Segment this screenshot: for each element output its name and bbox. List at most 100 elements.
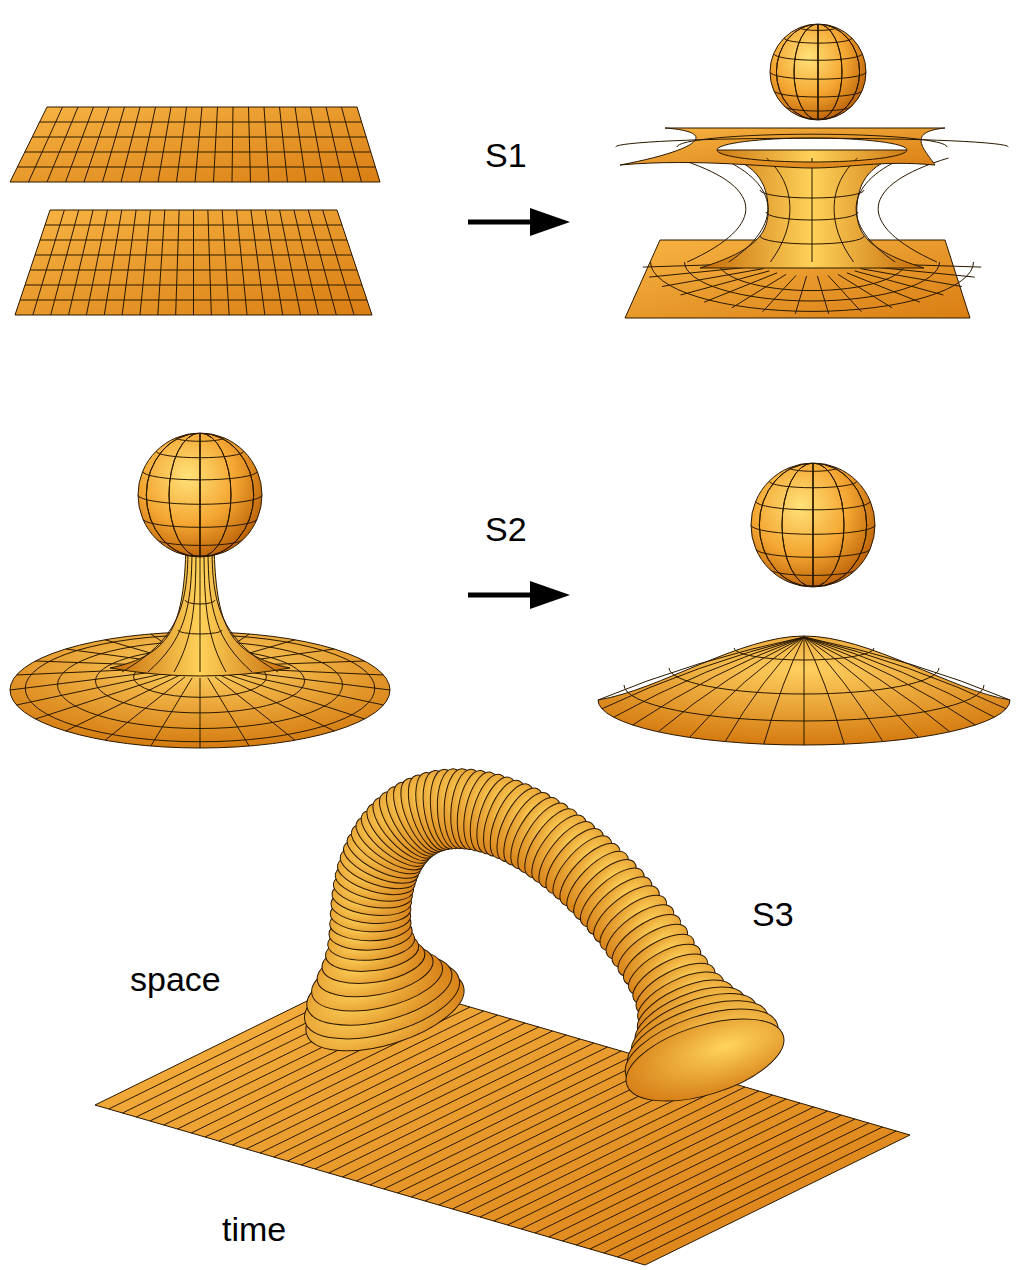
sphere-outline [751,463,875,587]
throat-line [676,158,746,262]
grid-line [251,210,265,315]
latitude [784,38,852,43]
latitude [143,471,258,480]
radial-line [764,637,804,744]
grid-line [122,210,136,315]
time-slice-line [301,1035,566,1165]
throat-line [856,158,903,262]
sphere-grid [138,433,262,557]
radial-line [763,275,796,311]
throat-line [767,158,790,262]
plane-surface [10,107,380,182]
radial-line [221,676,334,731]
meridian [200,433,201,557]
latitude [756,549,871,558]
meridian [818,24,819,120]
radial-line [804,637,844,744]
grid-line [308,210,336,315]
transition-arrow [468,581,570,609]
meridian [813,463,814,587]
time-slice-line [329,1043,594,1173]
latitude [138,495,262,504]
sphere-surface [770,24,866,120]
arrow-shaft [468,593,540,598]
meridian [759,463,866,587]
meridian [200,433,201,557]
meridian [782,463,844,587]
grid-line [140,107,156,182]
neck-surface [110,545,290,676]
radial-line [795,276,806,314]
figure-label: S2 [485,512,527,546]
meridian [776,24,859,120]
neck-line [212,548,278,672]
meridian [818,24,819,120]
grid-line [29,107,63,182]
neck-line [200,548,201,672]
grid-line [237,210,248,315]
meridian [759,463,866,587]
grid-line [103,107,125,182]
throat-line [721,158,768,262]
grid-line [45,225,342,226]
grid-line [342,107,362,182]
ring-line [616,138,1009,147]
grid-line [66,107,94,182]
radial-line [804,637,994,717]
time-slice-line [466,1083,731,1213]
meridian [782,463,844,587]
wormhole [616,24,1009,318]
neck-line [174,548,196,672]
latitude [789,582,836,586]
arrow-head [530,581,570,609]
throat-line [878,158,948,262]
throat-ring [760,236,864,244]
latitude [156,539,244,546]
meridian [146,433,253,557]
latitude [800,28,837,31]
time-slice-line [315,1039,580,1169]
neck-line [148,548,192,672]
meridian [813,463,814,587]
ring-line [734,648,874,660]
grid-line [208,210,212,315]
time-slice-line [370,1055,635,1185]
meridian [169,433,231,557]
time-slice-line [274,1027,539,1157]
grid-line [47,107,78,182]
time-slice-line [384,1059,649,1189]
latitude [784,106,852,111]
grid-line [158,107,171,182]
latitude [156,451,244,458]
grid-line [195,107,202,182]
throat-line [812,158,813,262]
meridian [146,433,253,557]
grid-line [280,107,288,182]
grid-line [326,107,343,182]
sphere-grid [770,24,866,120]
latitude [751,525,875,534]
grid-line [294,210,319,315]
parallel-planes [10,107,380,315]
ring-line [651,262,974,311]
latitude [789,468,836,472]
grid-line [33,210,65,315]
radial-line [690,637,804,737]
radial-line [16,672,171,705]
sphere-outline [770,24,866,120]
sphere-grid [751,463,875,587]
spacetime-handle [95,768,910,1265]
grid-line [20,300,367,301]
ring-line [669,668,939,694]
transition-arrow [468,208,570,236]
baby-universe [10,433,390,748]
latitude [176,552,223,556]
throat-ring [760,190,864,198]
grid-line [84,107,109,182]
grid-line [249,107,251,182]
grid-line [214,107,218,182]
tube-ring [616,1003,793,1118]
time-slice-line [356,1051,621,1181]
